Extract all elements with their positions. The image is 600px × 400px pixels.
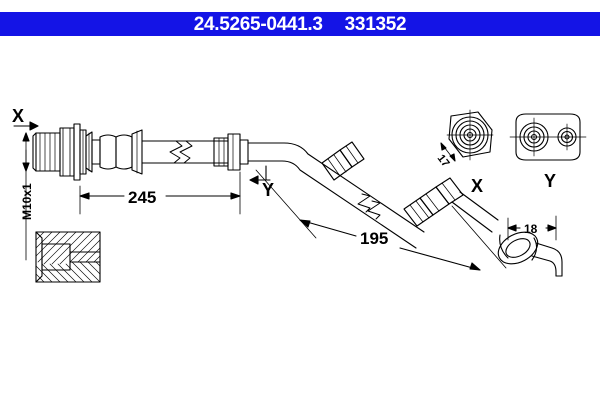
hose-body-angled (247, 142, 425, 249)
dimension-thread (22, 132, 30, 261)
view-arrow-y (249, 165, 271, 185)
detail-view-x-label: X (471, 176, 483, 196)
view-arrow-y-label: Y (262, 180, 274, 200)
section-detail-bottom-left (35, 231, 101, 283)
left-crimp-beads (91, 129, 143, 175)
mid-bracket-clip (213, 133, 249, 171)
hose-body-straight (141, 140, 229, 164)
thread-spec-label: M10x1 (20, 183, 34, 220)
dimension-195-label: 195 (360, 229, 388, 248)
part-number: 24.5265-0441.3 (193, 13, 323, 35)
dimension-18 (507, 215, 557, 241)
angled-run-ferrule (321, 141, 365, 181)
detail-view-x (440, 109, 494, 162)
dimension-195 (255, 169, 507, 271)
reference-number: 331352 (344, 13, 407, 35)
title-bar: 24.5265-0441.3 331352 (0, 12, 600, 36)
dimension-245-label: 245 (128, 188, 156, 207)
right-crimp-beads (403, 177, 464, 227)
title-bar-content: 24.5265-0441.3 331352 (0, 12, 600, 36)
right-banjo-eye (451, 191, 563, 277)
view-arrow-x-label: X (12, 106, 24, 126)
dimension-18-label: 18 (524, 222, 538, 236)
view-arrow-x (13, 121, 39, 131)
dimension-245 (79, 171, 241, 215)
detail-view-y-label: Y (544, 171, 556, 191)
detail-view-y (509, 113, 587, 161)
left-union-fitting (32, 123, 93, 181)
hex-size-label: 17 (435, 152, 452, 169)
